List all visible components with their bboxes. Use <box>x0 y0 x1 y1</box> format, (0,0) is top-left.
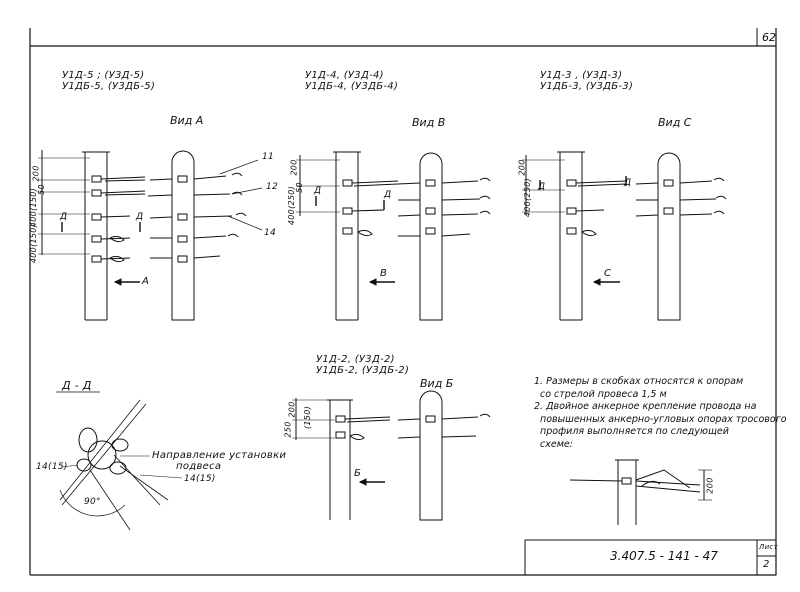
group-b-view-title: Вид Б <box>420 377 454 390</box>
note-2-line3: профиля выполняется по следующей <box>540 426 729 437</box>
group-c-designation-1: У1Д-3 , (У3Д-3) <box>540 70 623 81</box>
section-direction-line2: подвеса <box>176 461 222 472</box>
group-a-arrow-label: А <box>142 276 150 287</box>
group-b-side-pole <box>292 398 391 520</box>
group-a-designation-2: У1ДБ-5, (У3ДБ-5) <box>62 81 156 92</box>
group-b-front-pole <box>397 390 491 521</box>
section-angle: 90° <box>84 497 101 507</box>
group-a-designation-1: У1Д-5 ; (У3Д-5) <box>62 70 145 81</box>
section-mark-a-left: Д <box>60 212 68 222</box>
dim-400-150-a1: 400(150) <box>29 187 39 228</box>
dim-200-a: 200 <box>31 165 41 182</box>
dim-250-b: 250 <box>283 421 293 438</box>
note-2-line1: 2. Двойное анкерное крепление провода на <box>534 401 757 412</box>
group-v-designation-1: У1Д-4, (У3Д-4) <box>305 70 384 81</box>
dim-200-b: 200 <box>287 401 297 418</box>
note-1-line1: 1. Размеры в скобках относятся к опорам <box>534 376 744 387</box>
callout-11: 11 <box>262 152 275 162</box>
section-left-label: 14(15) <box>36 462 68 472</box>
list-label: Лист <box>759 543 778 551</box>
list-number: 2 <box>763 559 770 570</box>
group-c-arrow-label: С <box>604 268 612 279</box>
group-c-front-pole <box>635 152 727 321</box>
note-2-line4: схеме: <box>540 438 573 450</box>
page-number: 62 <box>762 31 776 44</box>
section-right-label: 14(15) <box>184 474 216 484</box>
dim-200-c: 200 <box>517 159 527 176</box>
double-anchor-scheme <box>569 459 712 525</box>
group-c-side-pole <box>522 151 627 321</box>
callout-12: 12 <box>266 182 279 192</box>
note-1: 1. Размеры в скобках относятся к опорам … <box>534 376 787 451</box>
group-v-side-pole <box>296 151 399 321</box>
callout-14: 14 <box>264 228 277 238</box>
dim-400-250-c: 400(250) <box>523 177 533 218</box>
group-a-front-pole <box>147 150 263 321</box>
group-b-designation-1: У1Д-2, (У3Д-2) <box>316 354 395 365</box>
group-v-designation-2: У1ДБ-4, (У3ДБ-4) <box>305 81 399 92</box>
group-v-front-pole <box>397 152 491 321</box>
note-2-line2: повышенных анкерно-угловых опорах тросов… <box>540 413 787 425</box>
group-a-view-title: Вид А <box>170 114 204 127</box>
group-c-designation-2: У1ДБ-3, (У3ДБ-3) <box>540 81 634 92</box>
section-title: Д - Д <box>62 379 92 392</box>
group-b-designation-2: У1ДБ-2, (У3ДБ-2) <box>316 365 410 376</box>
section-d-d <box>56 391 183 531</box>
group-c-view-title: Вид С <box>658 116 692 129</box>
dim-200-v: 200 <box>289 159 299 176</box>
section-mark-v-left: Д <box>314 186 322 196</box>
section-mark-c-right: Д <box>624 178 632 188</box>
group-v-view-title: Вид В <box>412 116 446 129</box>
section-mark-a-right: Д <box>136 212 144 222</box>
scheme-dim-200: 200 <box>705 477 715 494</box>
section-direction-line1: Направление установки <box>152 450 287 461</box>
note-1-line2: со стрелой провеса 1,5 м <box>540 388 667 400</box>
section-mark-c-left: Д <box>538 182 546 192</box>
group-b-arrow-label: Б <box>354 468 362 479</box>
dim-400-250-v: 400(250) <box>287 185 297 226</box>
group-a-side-pole <box>38 150 146 321</box>
sheet-frame <box>29 28 777 576</box>
group-v-arrow-label: В <box>380 268 388 279</box>
section-mark-v-right: Д <box>384 190 392 200</box>
dim-150-b: (150) <box>303 405 313 430</box>
dim-400-150-a2: 400(150) <box>29 223 39 264</box>
document-code: 3.407.5 - 141 - 47 <box>610 549 718 563</box>
